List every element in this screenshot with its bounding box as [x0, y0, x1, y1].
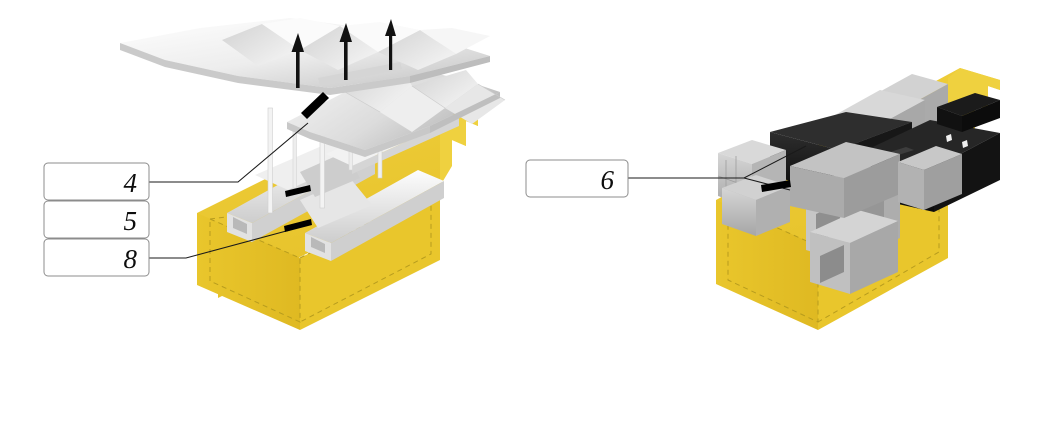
roof-lower-ribs	[344, 83, 506, 113]
assembly-arrow-1	[291, 33, 304, 88]
roof-upper-fascia-right	[410, 56, 490, 83]
callout-6-label: 6	[601, 165, 615, 195]
base-front-body	[300, 186, 440, 330]
grey-slab-left	[790, 166, 844, 218]
callout-5-frame[interactable]	[43, 200, 150, 239]
channel-beam-a-hollow	[233, 217, 247, 234]
callout-4-frame[interactable]	[43, 162, 150, 201]
assembly-left-roof-canopy	[120, 18, 506, 330]
channel-beam-b-hollow	[311, 237, 325, 253]
black-block-a-top	[770, 112, 912, 150]
roof-upper-ridge-2	[340, 22, 420, 52]
platform-dashed-inner-outline	[727, 175, 940, 323]
grey-block-f1-top	[718, 140, 786, 164]
grey-block-f2-front	[756, 186, 790, 236]
roof-lower-fascia	[287, 122, 430, 157]
roof-upper-gutter	[318, 62, 402, 86]
callout-4-label: 4	[124, 168, 138, 198]
black-block-b-light-marks	[946, 134, 968, 148]
leader-line-8	[149, 229, 291, 259]
base-left-body	[197, 213, 300, 330]
callout-box-6[interactable]: 6	[525, 159, 629, 198]
grey-modular-blocks-front	[717, 140, 962, 294]
callout-8-frame[interactable]	[43, 238, 150, 277]
grey-block-r4-top	[898, 146, 962, 170]
grey-block-r4-left	[898, 162, 924, 210]
channel-beam-b-side	[331, 181, 444, 261]
grey-slab-top	[790, 142, 900, 178]
black-pad-left	[937, 107, 962, 132]
callout-box-5[interactable]: 5	[43, 200, 150, 239]
grey-block-f2-left	[722, 188, 756, 236]
leader-line-4	[149, 122, 309, 183]
roof-upper-fold-2	[300, 26, 378, 70]
tick-mark-6	[761, 180, 791, 192]
connector-plate	[300, 178, 372, 228]
leader-lines-left	[149, 122, 309, 259]
roof-lower-fascia-right	[430, 92, 500, 133]
tick-mark-4	[301, 92, 329, 119]
channel-beam-b-top	[305, 170, 444, 243]
frame-module-lower-front	[850, 221, 898, 294]
grey-block-f2-top	[722, 175, 790, 200]
assembly-arrow-2	[339, 23, 352, 80]
platform-left-body	[716, 200, 818, 330]
callout-box-4[interactable]: 4	[43, 162, 150, 201]
grey-slab-front	[844, 154, 900, 218]
callout-8-label: 8	[124, 244, 138, 274]
leader-ticks-left	[284, 92, 329, 232]
callout-box-8[interactable]: 8	[43, 238, 150, 277]
roof-upper-fold-1	[222, 24, 300, 66]
deck-brace	[300, 152, 360, 197]
assembly-arrows-up	[291, 19, 396, 88]
roof-upper-fold-3	[378, 30, 456, 70]
tick-mark-5	[285, 185, 311, 197]
assembly-right-modular-blocks	[628, 68, 1000, 330]
grey-block-r4-front	[924, 154, 962, 210]
black-pad-front	[962, 100, 1000, 132]
frame-module-lower-top	[810, 210, 898, 243]
callout-5-label: 5	[124, 206, 138, 236]
leader-ticks-right	[761, 180, 791, 192]
roof-upper-ridge-3	[420, 28, 490, 54]
frame-module-opening-3	[820, 245, 844, 283]
pleated-roof-panel-upper	[120, 18, 490, 95]
callout-6-frame[interactable]	[525, 159, 629, 198]
roof-upper-ridge-1	[262, 18, 340, 50]
tick-mark-8	[284, 219, 312, 232]
roof-upper-fascia	[120, 43, 410, 95]
roof-lower-fold-2	[412, 70, 478, 108]
assembly-arrow-3	[385, 19, 396, 70]
column-1	[267, 107, 273, 214]
pleated-roof-panel-lower	[287, 64, 506, 157]
black-pad-top	[937, 93, 1000, 116]
